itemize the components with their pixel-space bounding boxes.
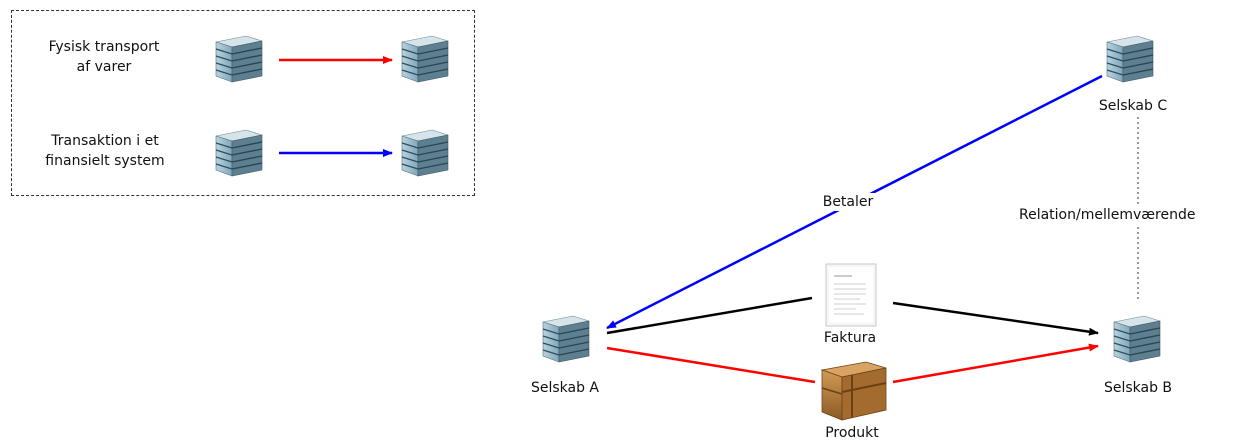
product-arrow-right xyxy=(892,343,1099,384)
legend-box: Fysisk transport af varer Transaktion i … xyxy=(11,10,475,196)
invoice-label: Faktura xyxy=(823,330,877,346)
legend-physical-from-building-icon xyxy=(215,35,263,83)
package-icon xyxy=(820,361,887,421)
legend-physical-label: Fysisk transport af varer xyxy=(24,37,184,77)
legend-financial-line-2: finansielt system xyxy=(45,153,165,169)
legend-financial-from-building-icon xyxy=(215,129,263,177)
legend-financial-label: Transaktion i et finansielt system xyxy=(20,131,190,171)
product-label: Produkt xyxy=(825,425,879,441)
invoice-arrow-right xyxy=(892,301,1099,336)
company-b-label: Selskab B xyxy=(1103,380,1173,396)
legend-physical-to-building-icon xyxy=(401,35,449,83)
relation-label: Relation/mellemværende xyxy=(1019,206,1255,224)
company-c-label: Selskab C xyxy=(1098,98,1168,114)
legend-financial-to-building-icon xyxy=(401,129,449,177)
product-line-left xyxy=(606,346,816,384)
company-c-building-icon xyxy=(1106,35,1154,83)
company-a-building-icon xyxy=(542,315,590,363)
document-icon xyxy=(825,263,877,327)
legend-physical-line-2: af varer xyxy=(76,59,132,75)
legend-physical-line-1: Fysisk transport xyxy=(48,39,160,55)
company-b-building-icon xyxy=(1113,315,1161,363)
payment-label: Betaler xyxy=(808,193,888,211)
company-a-label: Selskab A xyxy=(530,380,600,396)
invoice-line-left xyxy=(606,296,813,335)
legend-financial-line-1: Transaktion i et xyxy=(51,133,159,149)
